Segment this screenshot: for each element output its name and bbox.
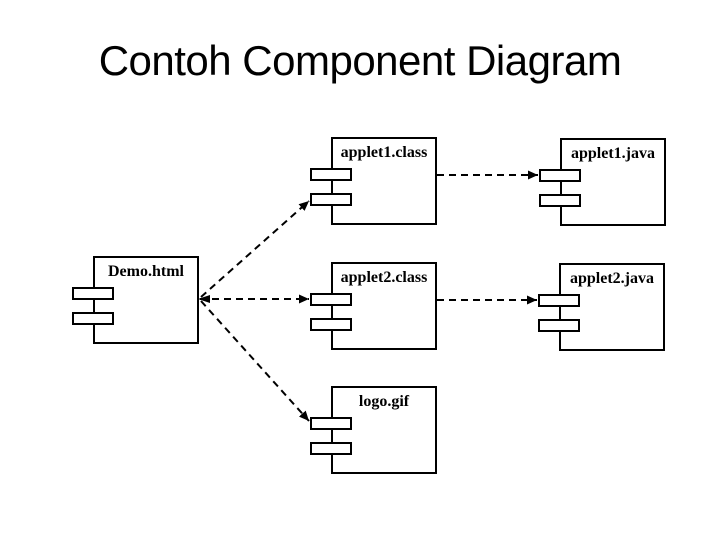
component-label: applet2.java [570,270,654,287]
component-applet2-class: applet2.class [310,262,437,350]
component-tab-icon [310,442,352,455]
dependency-arrow-demo-to-logogif [200,300,310,422]
component-tab-icon [310,168,352,181]
component-tab-icon [310,293,352,306]
component-label: Demo.html [108,263,184,280]
component-logo-gif: logo.gif [310,386,437,474]
component-label: applet1.java [571,145,655,162]
component-tab-icon [310,318,352,331]
component-tab-icon [539,194,581,207]
component-label: applet1.class [340,144,428,161]
component-tab-icon [538,319,580,332]
page-title: Contoh Component Diagram [98,37,622,84]
arrowhead-into-demo-html [198,295,210,303]
component-tab-icon [72,312,114,325]
component-tab-icon [310,193,352,206]
component-tab-icon [72,287,114,300]
component-tab-icon [539,169,581,182]
component-demo-html: Demo.html [72,256,199,344]
component-applet1-class: applet1.class [310,137,437,225]
component-applet2-java: applet2.java [538,263,665,351]
component-label: applet2.class [340,269,428,286]
dependency-arrow-demo-to-applet1class [200,200,310,298]
component-applet1-java: applet1.java [539,138,666,226]
component-tab-icon [310,417,352,430]
component-tab-icon [538,294,580,307]
component-label: logo.gif [358,393,410,410]
